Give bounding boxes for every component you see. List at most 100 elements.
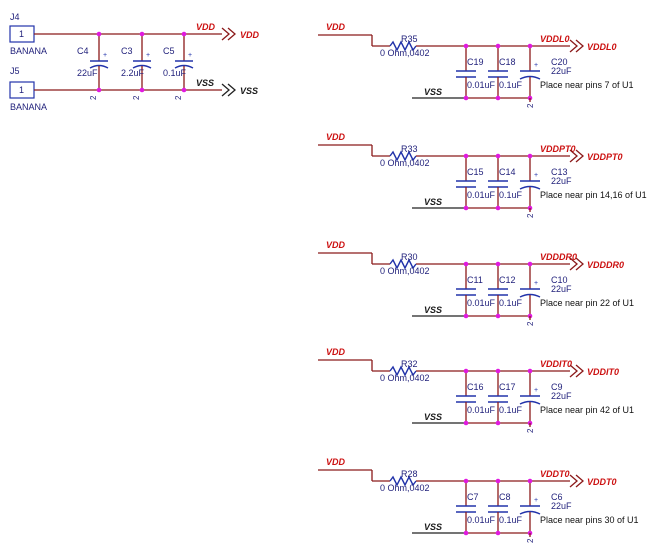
junction-dot — [181, 31, 187, 37]
cap-ref: C12 — [499, 275, 516, 285]
c5-value: 0.1uF — [163, 68, 187, 78]
junction-dot — [495, 420, 501, 426]
c3-plate-bottom — [132, 64, 152, 69]
c5-plate-bottom — [174, 64, 194, 69]
resistor-value: 0 Ohm,0402 — [380, 373, 430, 383]
placement-note: Place near pin 14,16 of U1 — [540, 190, 647, 200]
output-arrow-2 — [575, 474, 584, 488]
c3-ref: C3 — [121, 46, 133, 56]
c3-pin2: 2 — [132, 95, 141, 100]
junction-dot — [495, 478, 501, 484]
cap-ref: C17 — [499, 382, 516, 392]
cap-pin2: 2 — [526, 213, 535, 218]
cap-plate-bottom — [519, 400, 541, 405]
cap-value: 0.01uF — [467, 515, 496, 525]
cap-ref: C10 — [551, 275, 568, 285]
cap-value: 22uF — [551, 391, 572, 401]
junction-dot — [463, 530, 469, 536]
cap-value: 0.01uF — [467, 80, 496, 90]
vss-port-label: VSS — [240, 86, 258, 96]
cap-value: 0.01uF — [467, 190, 496, 200]
output-arrow-1 — [569, 474, 578, 488]
c3-value: 2.2uF — [121, 68, 145, 78]
c4-value: 22uF — [77, 68, 98, 78]
resistor-body — [389, 150, 417, 162]
junction-dot — [463, 153, 469, 159]
junction-dot — [495, 95, 501, 101]
cap-pin2: 2 — [526, 103, 535, 108]
cap-value: 22uF — [551, 176, 572, 186]
c5-ref: C5 — [163, 46, 175, 56]
cap-value: 0.1uF — [499, 190, 523, 200]
block-vdd-label: VDD — [326, 132, 346, 142]
cap-ref: C11 — [467, 275, 483, 285]
block-vdd-label: VDD — [326, 22, 346, 32]
junction-dot — [181, 87, 187, 93]
output-arrow-2 — [575, 257, 584, 271]
cap-plate-bottom — [519, 75, 541, 80]
junction-dot — [463, 420, 469, 426]
output-rail-label: VDDPT0 — [540, 144, 576, 154]
vdd-rail-label: VDD — [196, 22, 216, 32]
cap-ref: C13 — [551, 167, 568, 177]
resistor-value: 0 Ohm,0402 — [380, 266, 430, 276]
cap-ref: C7 — [467, 492, 479, 502]
junction-dot — [495, 205, 501, 211]
j5-type: BANANA — [10, 102, 47, 112]
vdd-port-label: VDD — [240, 30, 260, 40]
junction-dot — [96, 31, 102, 37]
input-section: J4 1 BANANA J5 1 BANANA VDD VDD VSS VSS … — [9, 12, 260, 112]
c5-pin2: 2 — [174, 95, 183, 100]
junction-dot — [463, 261, 469, 267]
resistor-ref: R32 — [401, 359, 418, 369]
junction-dot — [463, 368, 469, 374]
cap-value: 0.1uF — [499, 298, 523, 308]
junction-dot — [527, 153, 533, 159]
cap-pin2: 2 — [526, 428, 535, 433]
cap-polarity: + — [534, 280, 538, 287]
c4-ref: C4 — [77, 46, 89, 56]
output-arrow-1 — [569, 257, 578, 271]
cap-polarity: + — [534, 172, 538, 179]
output-port-label: VDDL0 — [587, 42, 617, 52]
j4-pin: 1 — [19, 29, 24, 39]
resistor-body — [389, 365, 417, 377]
output-port-label: VDDPT0 — [587, 152, 623, 162]
cap-value: 22uF — [551, 501, 572, 511]
vss-arrow-2 — [227, 83, 236, 97]
vdd-arrow-2 — [227, 27, 236, 41]
placement-note: Place near pins 7 of U1 — [540, 80, 634, 90]
junction-dot — [527, 261, 533, 267]
cap-value: 0.1uF — [499, 405, 523, 415]
junction-dot — [495, 313, 501, 319]
output-arrow-2 — [575, 39, 584, 53]
j4-ref: J4 — [10, 12, 20, 22]
resistor-ref: R33 — [401, 144, 418, 154]
resistor-value: 0 Ohm,0402 — [380, 158, 430, 168]
cap-value: 22uF — [551, 66, 572, 76]
resistor-ref: R28 — [401, 469, 418, 479]
output-rail-label: VDDT0 — [540, 469, 570, 479]
cap-polarity: + — [534, 62, 538, 69]
cap-plate-bottom — [519, 185, 541, 190]
cap-ref: C19 — [467, 57, 484, 67]
junction-dot — [463, 205, 469, 211]
block-vss-label: VSS — [424, 522, 442, 532]
resistor-ref: R35 — [401, 34, 418, 44]
c5-polarity: + — [188, 52, 192, 59]
output-arrow-2 — [575, 364, 584, 378]
block-vss-label: VSS — [424, 412, 442, 422]
junction-dot — [495, 261, 501, 267]
junction-dot — [139, 87, 145, 93]
block-vss-label: VSS — [424, 87, 442, 97]
vss-arrow-1 — [221, 83, 230, 97]
resistor-body — [389, 258, 417, 270]
block-vss-label: VSS — [424, 305, 442, 315]
output-arrow-2 — [575, 149, 584, 163]
junction-dot — [527, 478, 533, 484]
